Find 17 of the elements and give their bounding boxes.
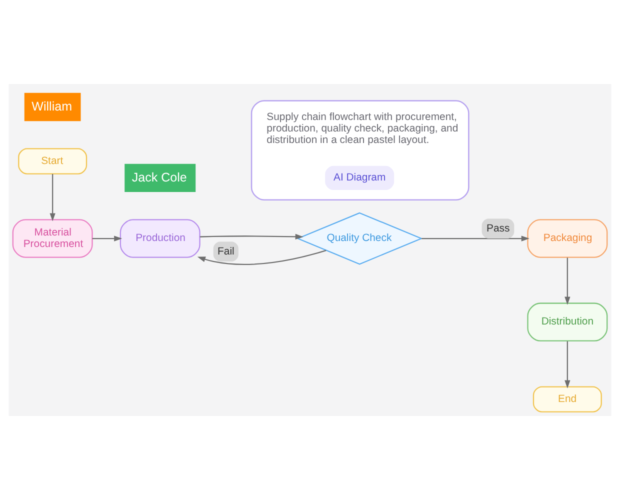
edge-label: Pass: [486, 224, 510, 235]
arrow: [92, 236, 122, 242]
label: Jack Cole: [132, 170, 187, 185]
arrow: [564, 341, 570, 388]
arrow: [200, 234, 304, 240]
node-box: Material Procurement: [12, 219, 93, 258]
node-box: Production: [120, 219, 200, 258]
arrow: [50, 174, 56, 222]
node-box: End: [532, 386, 602, 412]
edge-label: Fail: [218, 246, 234, 258]
label: William: [32, 100, 72, 114]
arrow: [564, 258, 570, 305]
node-box: Packaging: [527, 219, 608, 258]
arrow: [422, 236, 530, 242]
node-box: Distribution: [527, 302, 608, 342]
node-box: Start: [18, 148, 88, 174]
arrow: [197, 250, 326, 266]
